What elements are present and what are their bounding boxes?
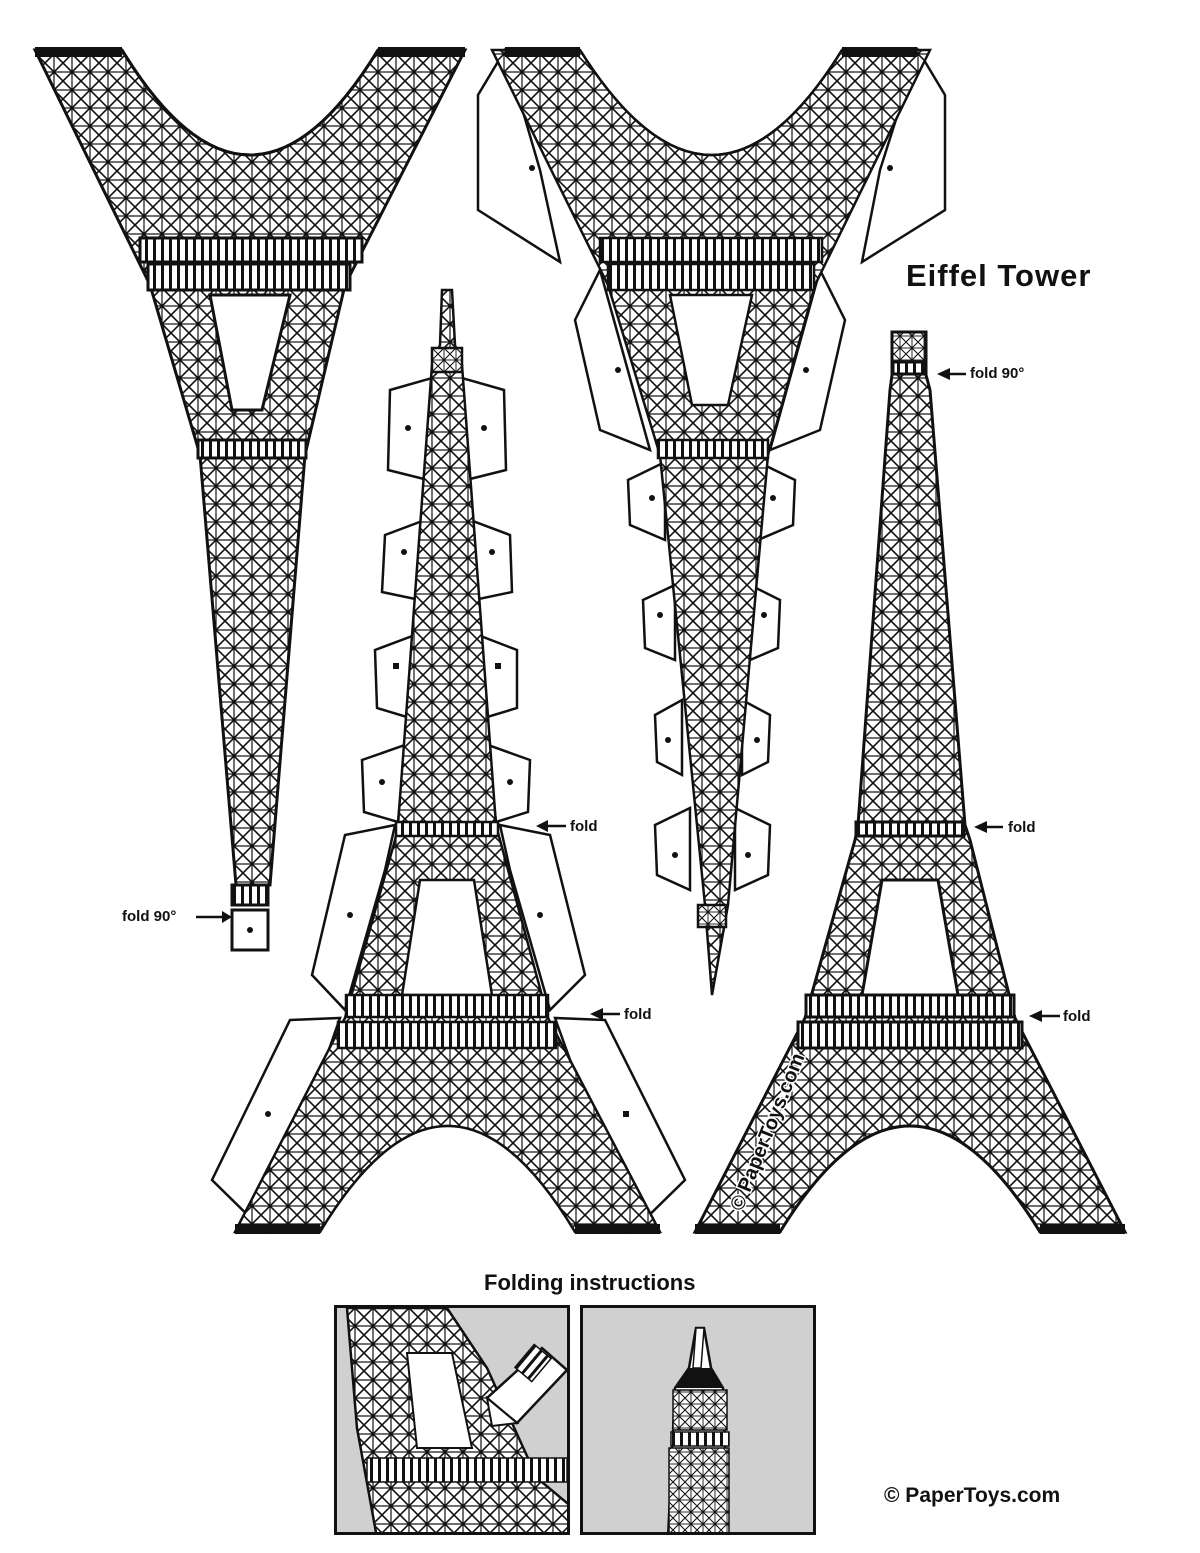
credit-papertoys: © PaperToys.com (884, 1484, 1061, 1507)
fold-label-center-lower: fold (624, 1006, 652, 1023)
piece-upright-center (210, 288, 687, 1235)
page-title: Eiffel Tower (906, 258, 1092, 293)
fold-90-label-right: fold 90° (970, 365, 1025, 382)
fold-90-label-left: fold 90° (122, 908, 177, 925)
arrow-right-icon (196, 911, 232, 923)
instruction-illustration-2 (667, 1326, 730, 1532)
instruction-panel-fold-legs (334, 1305, 570, 1535)
fold-label-right-lower: fold (1063, 1008, 1091, 1025)
folding-instructions-heading: Folding instructions (484, 1270, 696, 1295)
instruction-illustration-1 (345, 1308, 567, 1532)
piece-inverted-right (476, 46, 947, 996)
fold-label-center-upper: fold (570, 818, 598, 835)
fold-label-right-upper: fold (1008, 819, 1036, 836)
instruction-panel-fold-top (580, 1305, 816, 1535)
piece-inverted-left (32, 47, 468, 952)
piece-upright-right (692, 330, 1128, 1234)
arrow-left-icon (536, 368, 1060, 1022)
